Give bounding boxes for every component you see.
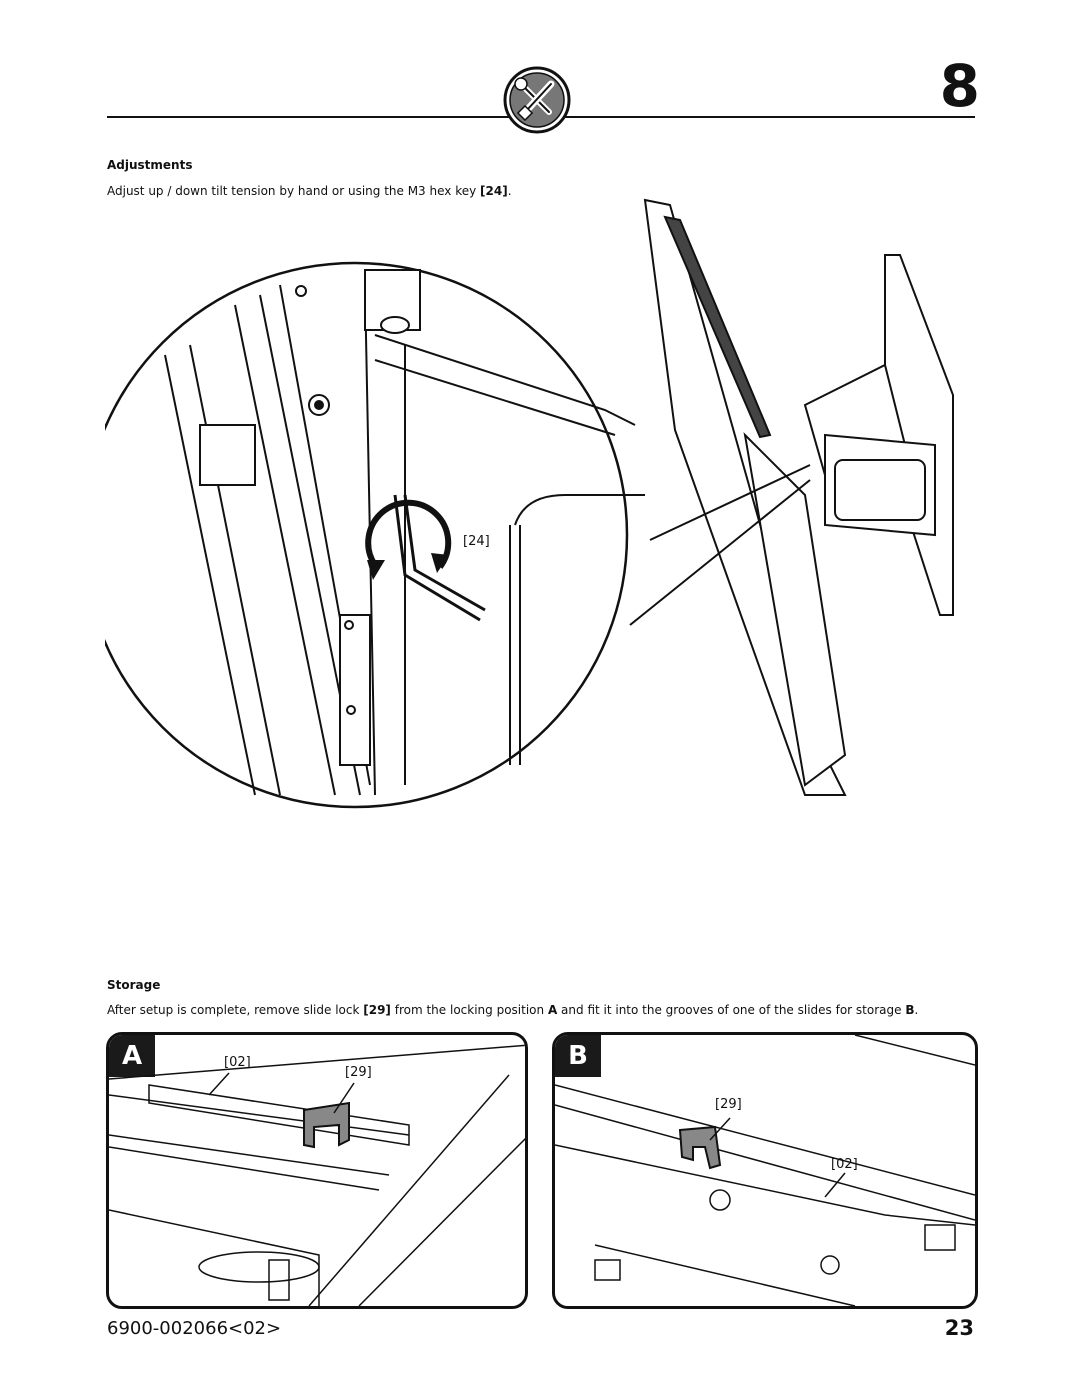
tilt-adjustment-illustration <box>81 195 965 815</box>
adjustments-text-end: . <box>507 184 512 198</box>
panel-b: B [29] [02] <box>552 1032 978 1309</box>
adjustments-text: Adjust up / down tilt tension by hand or… <box>107 184 512 198</box>
storage-text-end: . <box>914 1003 919 1017</box>
position-b-ref: B <box>905 1003 915 1017</box>
panel-b-callout-02: [02] <box>831 1157 858 1172</box>
panel-b-callout-29: [29] <box>715 1097 742 1112</box>
document-code: 6900-002066<02> <box>107 1318 282 1339</box>
storage-text-part: After setup is complete, remove slide lo… <box>107 1003 364 1017</box>
storage-text-part: and fit it into the grooves of one of th… <box>557 1003 906 1017</box>
adjustments-text-part: Adjust up / down tilt tension by hand or… <box>107 184 481 198</box>
storage-heading: Storage <box>107 978 161 992</box>
step-number: 8 <box>939 52 980 120</box>
callout-24: [24] <box>463 534 490 549</box>
panel-a-tag: A <box>109 1035 155 1077</box>
tools-icon <box>503 66 571 134</box>
position-a-ref: A <box>547 1003 558 1017</box>
panel-b-tag: B <box>555 1035 601 1077</box>
storage-text-part: from the locking position <box>390 1003 548 1017</box>
part-ref-24: [24] <box>480 184 508 198</box>
page-number: 23 <box>944 1316 974 1340</box>
part-ref-29: [29] <box>363 1003 391 1017</box>
panel-a: A [02] [29] <box>106 1032 528 1309</box>
adjustments-heading: Adjustments <box>107 158 193 172</box>
storage-text: After setup is complete, remove slide lo… <box>107 1003 987 1017</box>
panel-a-callout-02: [02] <box>224 1055 251 1070</box>
panel-a-callout-29: [29] <box>345 1065 372 1080</box>
